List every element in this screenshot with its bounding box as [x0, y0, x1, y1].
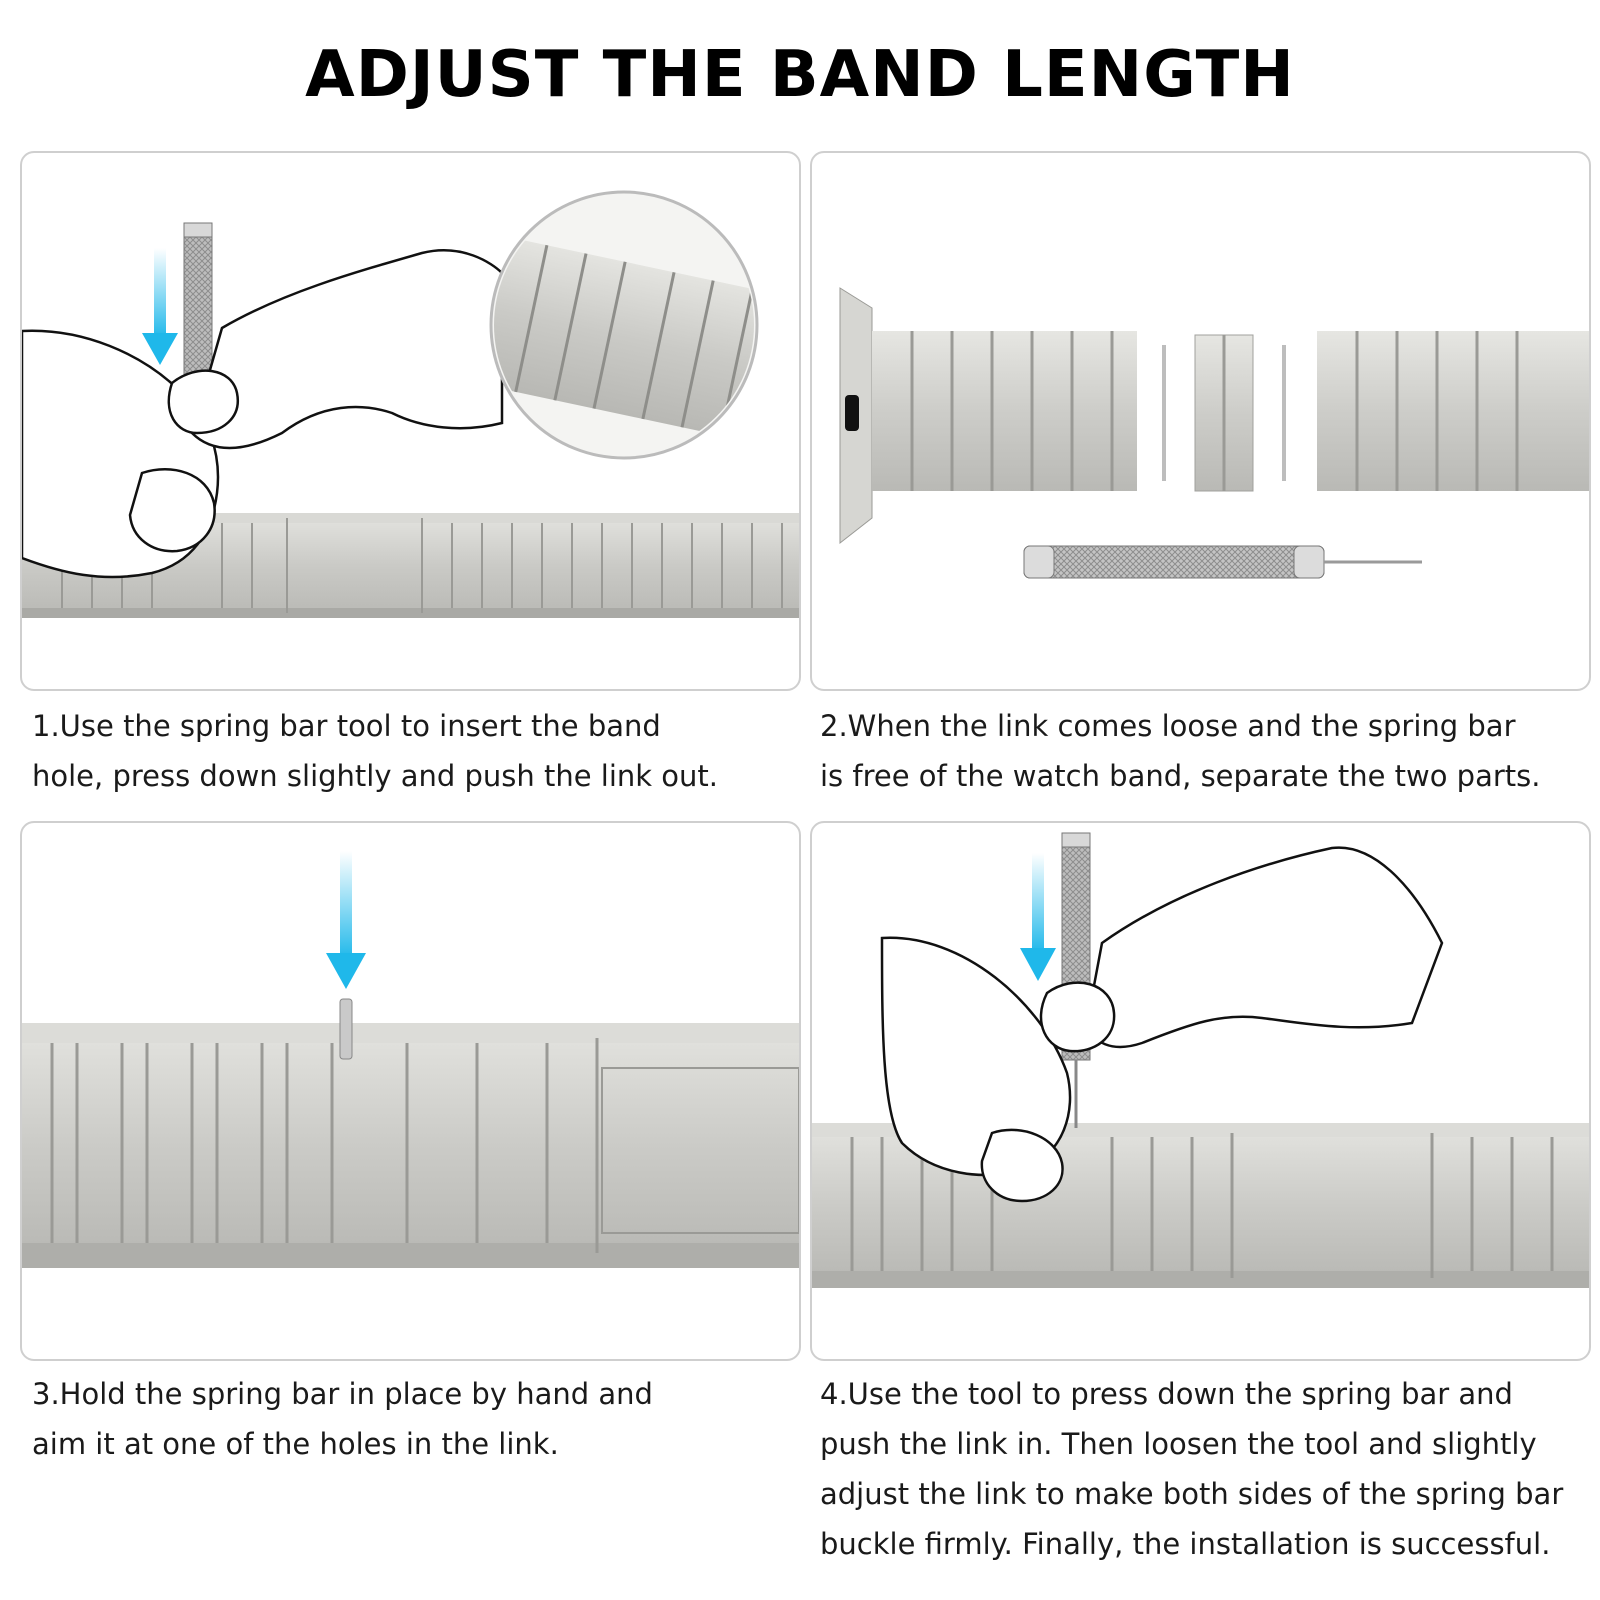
step-4-illustration [812, 823, 1589, 1359]
band-right-segment [1317, 331, 1589, 491]
page-title: ADJUST THE BAND LENGTH [0, 38, 1600, 112]
caption-line: push the link in. Then loosen the tool a… [820, 1419, 1600, 1469]
caption-line: 2.When the link comes loose and the spri… [820, 701, 1600, 751]
spring-bar-right [1282, 345, 1286, 481]
step-4-caption: 4.Use the tool to press down the spring … [820, 1369, 1600, 1569]
down-arrow-icon [1020, 853, 1056, 981]
band-left-segment [872, 331, 1137, 491]
magnified-detail [477, 192, 772, 458]
caption-line: 1.Use the spring bar tool to insert the … [32, 701, 800, 751]
step-2-caption: 2.When the link comes loose and the spri… [820, 701, 1600, 801]
caption-line: 3.Hold the spring bar in place by hand a… [32, 1369, 800, 1419]
watch-band [22, 1023, 799, 1268]
caption-line: aim it at one of the holes in the link. [32, 1419, 800, 1469]
spring-bar-icon [340, 999, 352, 1059]
caption-line: buckle firmly. Finally, the installation… [820, 1519, 1600, 1569]
spring-bar-left [1162, 345, 1166, 481]
step-2-illustration [812, 153, 1589, 689]
step-2-image [810, 151, 1591, 691]
removed-link [1195, 335, 1253, 491]
step-3-image [20, 821, 801, 1361]
step-3-illustration [22, 823, 799, 1359]
caption-line: 4.Use the tool to press down the spring … [820, 1369, 1600, 1419]
step-1-caption: 1.Use the spring bar tool to insert the … [32, 701, 800, 801]
caption-line: adjust the link to make both sides of th… [820, 1469, 1600, 1519]
spring-bar-tool-icon [1024, 546, 1422, 578]
band-connector [840, 288, 872, 543]
step-4-image [810, 821, 1591, 1361]
caption-line: is free of the watch band, separate the … [820, 751, 1600, 801]
down-arrow-icon [326, 851, 366, 989]
caption-line: hole, press down slightly and push the l… [32, 751, 800, 801]
step-1-illustration [22, 153, 799, 689]
step-3-caption: 3.Hold the spring bar in place by hand a… [32, 1369, 800, 1469]
down-arrow-icon [142, 248, 178, 365]
step-1-image [20, 151, 801, 691]
